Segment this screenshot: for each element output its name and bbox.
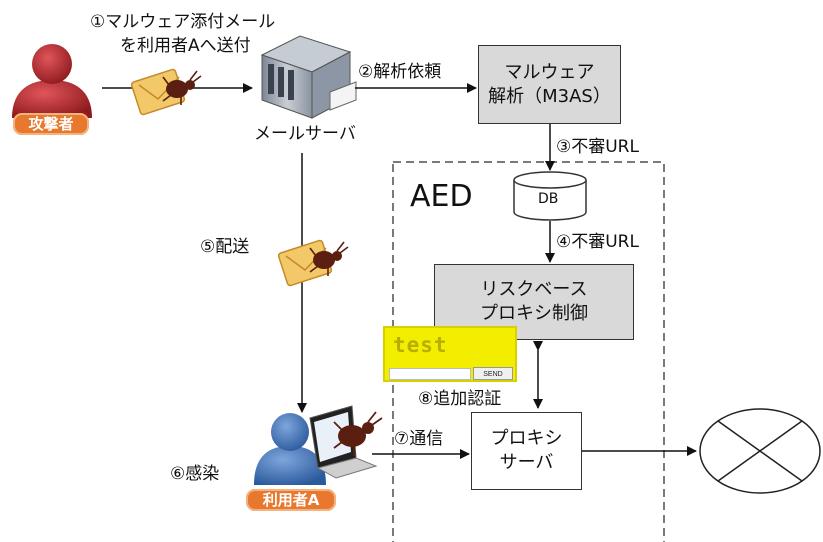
m3as-line1: マルウェア	[504, 61, 595, 83]
mail-server-icon	[260, 35, 357, 119]
attacker-badge: 攻撃者	[13, 113, 89, 135]
malware-mail-icon	[130, 68, 202, 116]
proxy-server-line1: プロキシ	[490, 428, 563, 449]
risk-proxy-line2: プロキシ制御	[480, 303, 588, 324]
send-button[interactable]: SEND	[473, 367, 513, 380]
m3as-box: マルウェア 解析（M3AS）	[478, 45, 621, 124]
mail-server-label: メールサーバ	[254, 124, 356, 144]
proxy-server-box: プロキシ サーバ	[471, 412, 582, 490]
internet-node	[699, 408, 821, 494]
m3as-line2: 解析（M3AS）	[488, 85, 611, 107]
step6-label: ⑥感染	[170, 464, 220, 484]
step8-label: ⑧追加認証	[418, 389, 502, 409]
step7-label: ⑦通信	[394, 429, 444, 449]
delivered-mail-icon	[277, 239, 349, 287]
aed-label: AED	[410, 179, 473, 214]
risk-proxy-control-box: リスクベース プロキシ制御	[434, 264, 634, 340]
bug-icon	[333, 411, 383, 456]
step1-label-line2: を利用者Aへ送付	[120, 36, 251, 56]
test-widget-input[interactable]	[389, 368, 471, 380]
user-badge: 利用者A	[246, 489, 336, 511]
step2-label: ②解析依頼	[358, 62, 442, 82]
step3-label: ③不審URL	[556, 137, 639, 157]
test-auth-widget: test SEND	[383, 326, 517, 382]
test-widget-title: test	[393, 333, 448, 357]
proxy-server-line2: サーバ	[499, 452, 554, 473]
laptop-icon	[309, 405, 378, 479]
db-label: DB	[538, 191, 559, 207]
step1-label-line1: ①マルウェア添付メール	[90, 12, 276, 32]
attacker-person-icon	[12, 44, 92, 118]
db-cylinder-icon	[513, 171, 587, 221]
risk-proxy-line1: リスクベース	[480, 279, 588, 300]
step5-label: ⑤配送	[200, 237, 250, 257]
step4-label: ④不審URL	[556, 232, 639, 252]
user-person-icon	[254, 413, 326, 485]
